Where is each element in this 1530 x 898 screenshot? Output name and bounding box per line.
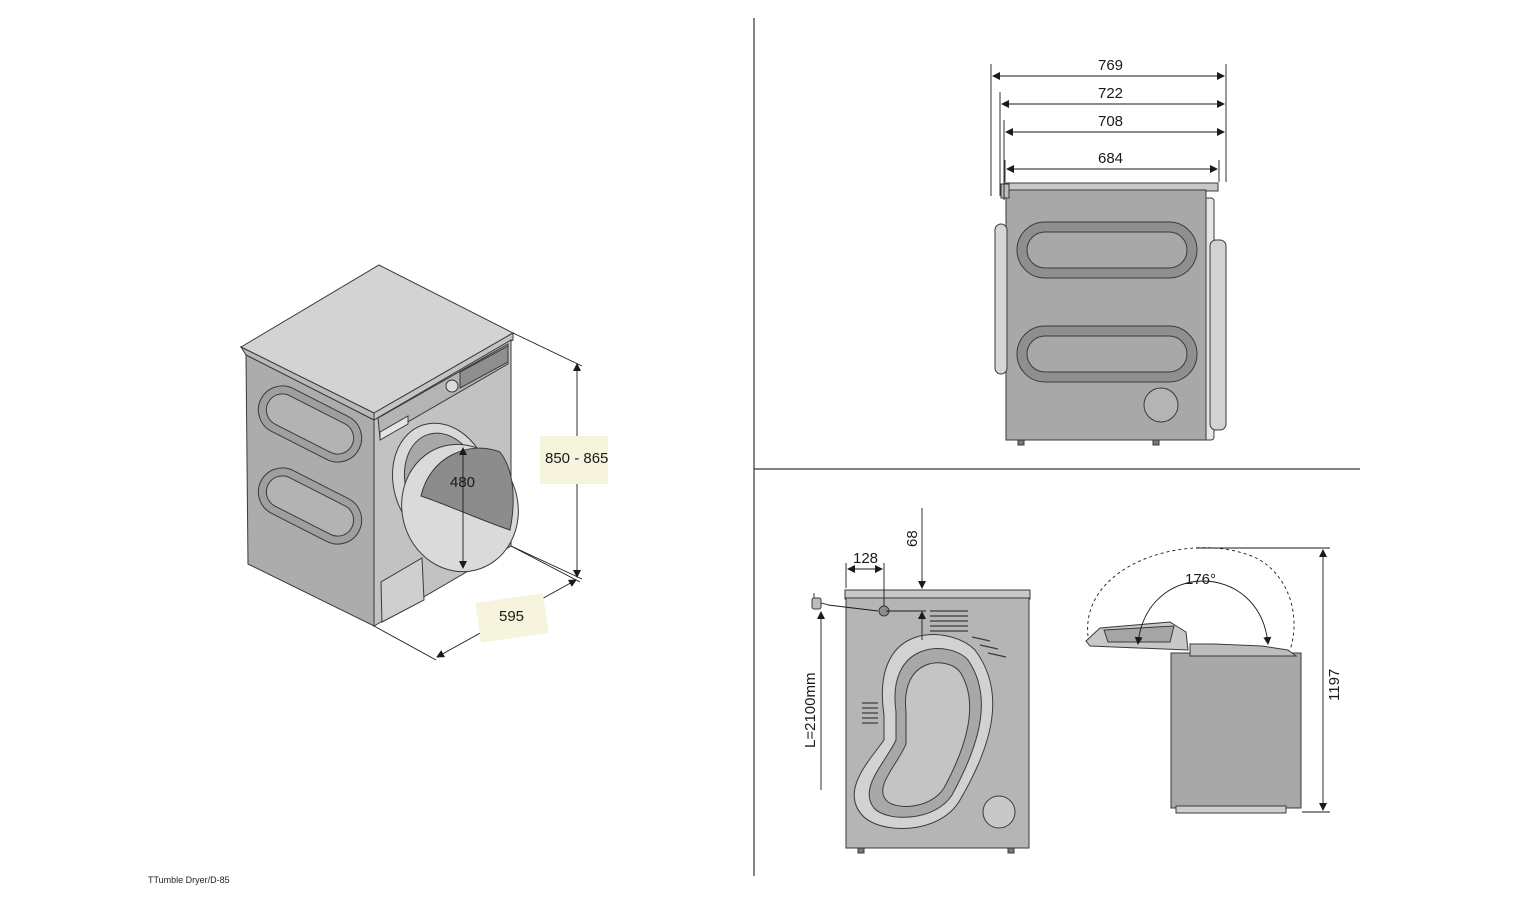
width-label-bg bbox=[475, 593, 549, 643]
power-plug-icon bbox=[811, 593, 830, 610]
rear-top-offset-label: 128 bbox=[853, 550, 878, 567]
height-label-bg bbox=[540, 436, 608, 484]
depth-label-3: 684 bbox=[1098, 150, 1123, 167]
cable-length-label: L=2100mm bbox=[802, 673, 819, 748]
total-height-label: 1197 bbox=[1326, 669, 1343, 701]
depth-label-0: 769 bbox=[1098, 57, 1123, 74]
depth-label-1: 722 bbox=[1098, 85, 1123, 102]
rear-view-dryer bbox=[844, 589, 1031, 854]
side-dimension-lines bbox=[990, 64, 1227, 200]
side-view-dryer bbox=[994, 182, 1227, 446]
iso-height-label: 850 - 865 bbox=[545, 450, 608, 467]
document-caption: TTumble Dryer/D-85 bbox=[148, 875, 230, 885]
iso-width-label: 595 bbox=[499, 608, 524, 625]
door-view-dryer bbox=[1085, 621, 1302, 814]
isometric-dryer bbox=[239, 264, 519, 627]
door-dimension-lines bbox=[1087, 547, 1330, 813]
iso-door-label: 480 bbox=[450, 474, 475, 491]
door-angle-label: 176° bbox=[1185, 571, 1216, 588]
depth-label-2: 708 bbox=[1098, 113, 1123, 130]
rear-dimension-lines bbox=[817, 508, 926, 790]
rear-vertical-offset-label: 68 bbox=[904, 530, 921, 547]
